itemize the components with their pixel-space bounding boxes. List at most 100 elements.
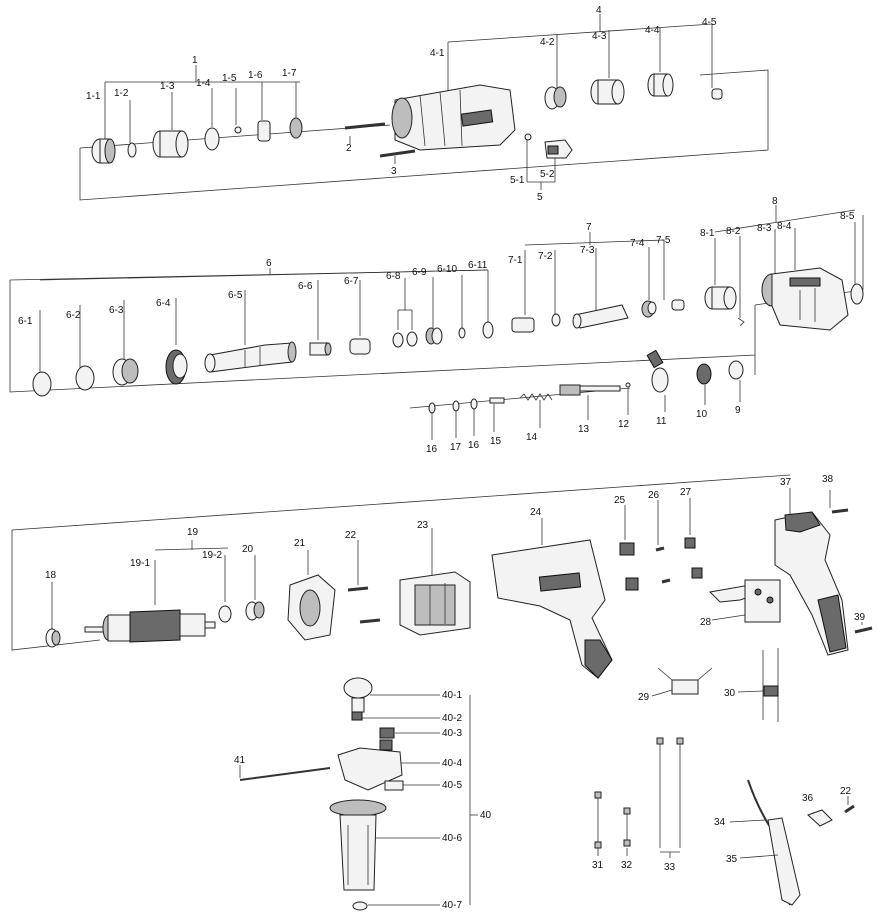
label-32: 32 xyxy=(621,860,633,871)
label-4-2: 4-2 xyxy=(540,37,555,48)
part-6-11-washer xyxy=(482,321,494,339)
label-1-3: 1-3 xyxy=(160,81,175,92)
label-6-6: 6-6 xyxy=(298,281,313,292)
leader-28 xyxy=(711,614,746,621)
label-19-2: 19-2 xyxy=(202,550,222,561)
label-25: 25 xyxy=(614,495,626,506)
part-16-washer-b xyxy=(470,398,478,410)
label-7-4: 7-4 xyxy=(630,238,645,249)
shaft-leaders xyxy=(431,380,741,440)
part-13-intermediate-shaft xyxy=(559,384,621,396)
part-4-5-cap xyxy=(711,88,723,100)
label-5-2: 5-2 xyxy=(540,169,555,180)
label-7: 7 xyxy=(586,222,592,233)
part-5-2-switch-knob xyxy=(544,139,573,159)
label-40-5: 40-5 xyxy=(442,780,462,791)
part-6-8-o-ring xyxy=(392,332,404,348)
label-4-5: 4-5 xyxy=(702,17,717,28)
part-40-4-handle-bracket xyxy=(337,739,403,791)
part-15-pin xyxy=(489,397,505,404)
leader-35 xyxy=(739,854,779,859)
part-30-wire-set xyxy=(762,648,779,722)
part-40-7-nut xyxy=(352,901,368,911)
part-24-motor-housing xyxy=(491,539,613,679)
part-38-screw xyxy=(831,508,849,514)
label-27: 27 xyxy=(680,487,692,498)
part-6-3-bearing xyxy=(112,358,139,386)
part-16-washer-a xyxy=(428,402,436,414)
part-41-depth-rod xyxy=(239,767,331,781)
leader-34 xyxy=(729,819,766,823)
part-11-clutch-gear xyxy=(646,349,669,393)
label-23: 23 xyxy=(417,520,429,531)
part-31-wire xyxy=(594,791,602,849)
part-22-screw-a xyxy=(347,586,369,592)
label-6-1: 6-1 xyxy=(18,316,33,327)
group8-leaders xyxy=(714,205,856,318)
label-37: 37 xyxy=(780,477,792,488)
part-6-5-cylinder xyxy=(204,341,297,373)
label-28: 28 xyxy=(700,617,712,628)
row3-frame xyxy=(11,474,791,651)
part-1-2-ring xyxy=(127,142,137,158)
label-8-1: 8-1 xyxy=(700,228,715,239)
part-8-5-o-ring xyxy=(850,283,864,305)
group19-leaders xyxy=(154,540,229,605)
part-7-1-bushing xyxy=(511,317,535,333)
label-3: 3 xyxy=(391,166,397,177)
label-6-10: 6-10 xyxy=(437,264,457,275)
label-7-3: 7-3 xyxy=(580,245,595,256)
part-7-3-tube xyxy=(572,304,629,329)
part-29-capacitor xyxy=(657,667,713,695)
label-1-7: 1-7 xyxy=(282,68,297,79)
part-6-6-striker xyxy=(309,342,332,356)
label-1-5: 1-5 xyxy=(222,73,237,84)
part-40-1-clamp-band xyxy=(343,677,373,713)
part-23-stator xyxy=(399,571,471,636)
label-35: 35 xyxy=(726,854,738,865)
part-25-brush-holder xyxy=(619,542,639,591)
label-8-3: 8-3 xyxy=(757,223,772,234)
group4-leaders xyxy=(447,14,713,92)
label-22-b: 22 xyxy=(840,786,852,797)
label-24: 24 xyxy=(530,507,542,518)
label-9: 9 xyxy=(735,405,741,416)
label-31: 31 xyxy=(592,860,604,871)
part-7-4-bearing xyxy=(641,300,657,318)
part-6-9-o-ring xyxy=(406,331,418,347)
label-4-4: 4-4 xyxy=(645,25,660,36)
part-4-4-bushing xyxy=(647,73,674,97)
part-33-wires xyxy=(656,737,684,848)
label-8: 8 xyxy=(772,196,778,207)
part-37-handle-housing xyxy=(774,511,849,656)
label-40-4: 40-4 xyxy=(442,758,462,769)
label-6-9: 6-9 xyxy=(412,267,427,278)
label-18: 18 xyxy=(45,570,57,581)
part-35-cord-guard xyxy=(767,817,801,906)
label-6-8: 6-8 xyxy=(386,271,401,282)
label-16-b: 16 xyxy=(468,440,480,451)
label-15: 15 xyxy=(490,436,502,447)
part-28-switch xyxy=(708,579,781,623)
part-1-5-ball xyxy=(234,126,242,134)
part-20-bearing xyxy=(245,601,265,621)
label-40-3: 40-3 xyxy=(442,728,462,739)
label-30: 30 xyxy=(724,688,736,699)
label-39: 39 xyxy=(854,612,866,623)
label-40-6: 40-6 xyxy=(442,833,462,844)
part-27-brush-b xyxy=(691,567,703,579)
part-19-2-bearing xyxy=(218,605,232,623)
label-13: 13 xyxy=(578,424,590,435)
label-20: 20 xyxy=(242,544,254,555)
label-41: 41 xyxy=(234,755,246,766)
label-1-2: 1-2 xyxy=(114,88,129,99)
part-40-2-bolt xyxy=(351,711,363,721)
label-8-2: 8-2 xyxy=(726,226,741,237)
label-38: 38 xyxy=(822,474,834,485)
label-6-7: 6-7 xyxy=(344,276,359,287)
part-5-1-pin xyxy=(524,133,532,141)
part-19-1-rotor xyxy=(84,609,216,643)
label-5-1: 5-1 xyxy=(510,175,525,186)
part-40-3-knob xyxy=(379,727,395,739)
